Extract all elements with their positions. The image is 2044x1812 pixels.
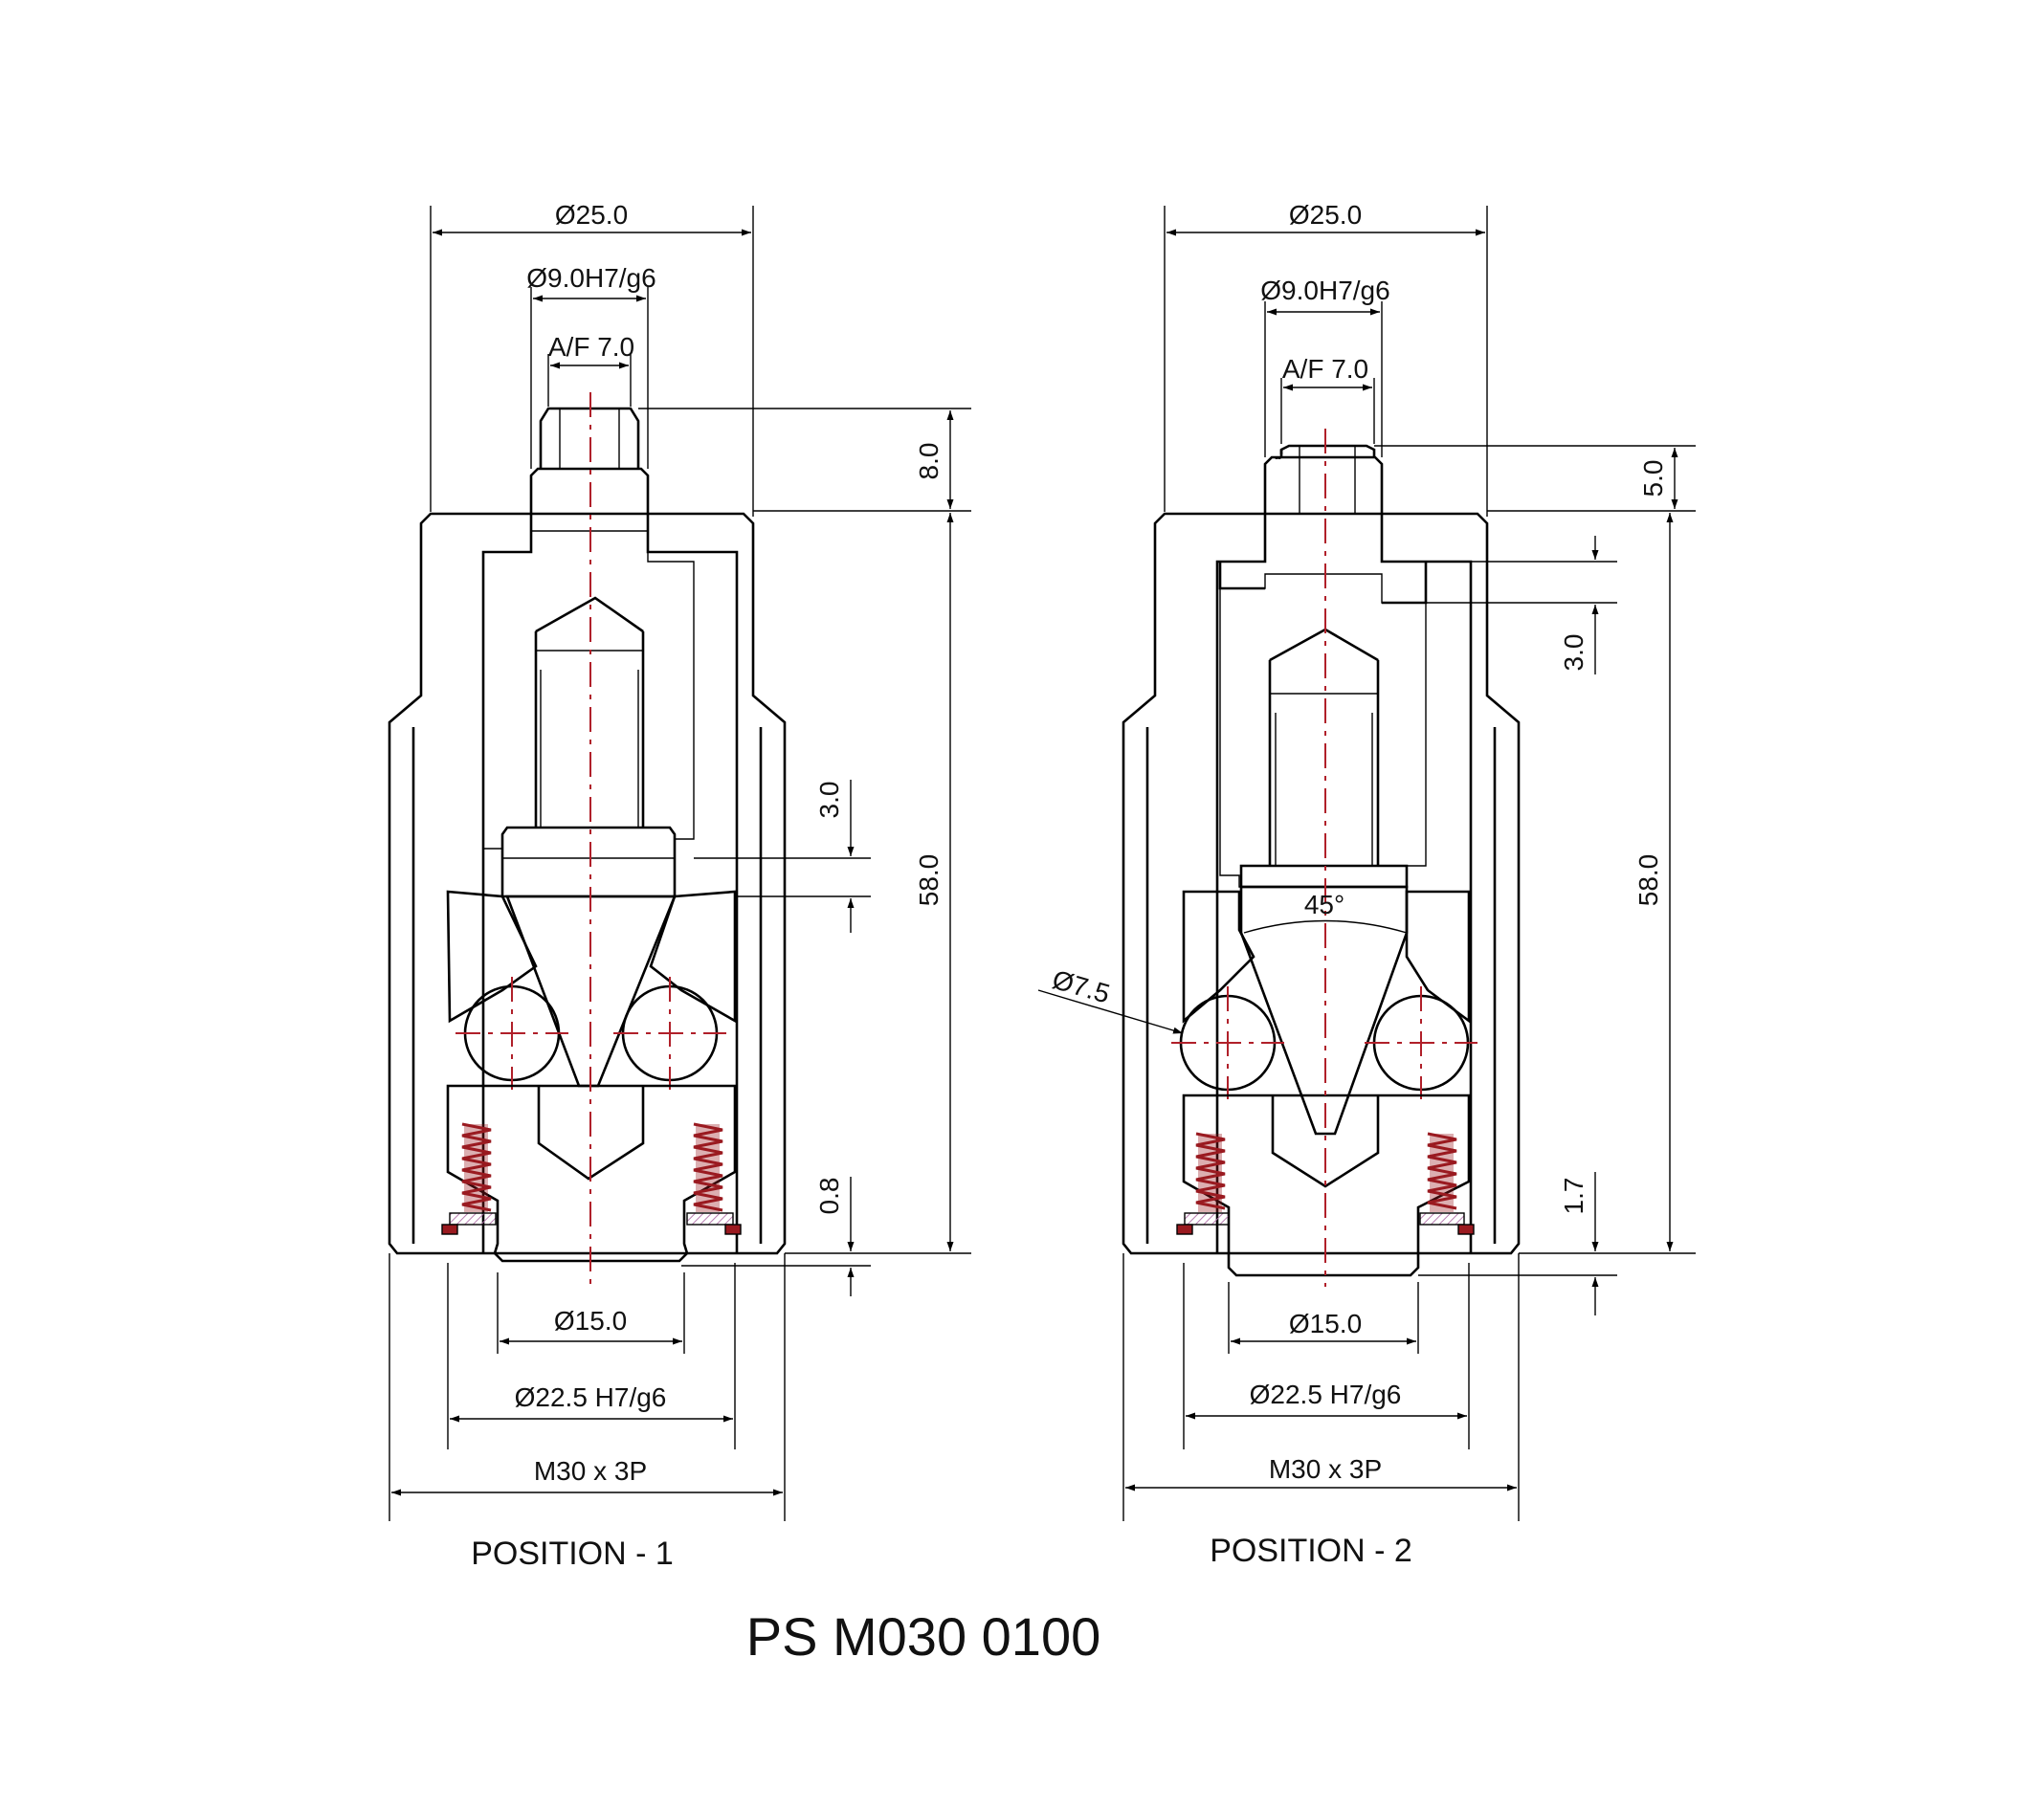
cone-angle-label: 45°	[1304, 890, 1344, 919]
spring-left	[461, 1122, 492, 1212]
top-height-label: 5.0	[1638, 460, 1668, 497]
sleeve-section	[482, 530, 695, 859]
spring-right	[1427, 1132, 1457, 1212]
view-position-2: Ø25.0 Ø9.0H7/g6 A/F 7.0 5.0 58.0 3.0 1.7…	[1037, 200, 1696, 1569]
bottom-gap-label: 1.7	[1559, 1178, 1589, 1215]
gap-label: 3.0	[814, 782, 844, 819]
sleeve-section	[1219, 573, 1427, 888]
seat-ring-left	[1182, 890, 1255, 1024]
base-section	[446, 1084, 737, 1263]
dimensions: Ø25.0 Ø9.0H7/g6 A/F 7.0 8.0 58.0 3.0 0.8…	[389, 200, 971, 1521]
fit-dia-label: Ø9.0H7/g6	[1260, 276, 1389, 305]
thread-label: M30 x 3P	[1269, 1454, 1382, 1484]
washers	[1176, 1212, 1475, 1235]
plunger-stem	[500, 596, 677, 898]
outer-dia-label: Ø25.0	[1289, 200, 1362, 230]
drawing-title: PS M030 0100	[746, 1606, 1100, 1667]
bore-dia-label: Ø22.5 H7/g6	[515, 1382, 667, 1412]
seat-ring-right	[1405, 890, 1471, 1024]
tip-dia-label: Ø15.0	[1289, 1309, 1362, 1338]
ball-dia-label: Ø7.5	[1049, 964, 1113, 1009]
view-caption: POSITION - 2	[1210, 1533, 1412, 1569]
dimensions: Ø25.0 Ø9.0H7/g6 A/F 7.0 5.0 58.0 3.0 1.7…	[1037, 200, 1696, 1521]
thread-label: M30 x 3P	[534, 1456, 647, 1486]
view-caption: POSITION - 1	[471, 1536, 674, 1572]
bottom-gap-label: 0.8	[814, 1178, 844, 1215]
body-section	[1122, 512, 1521, 1255]
outer-dia-label: Ø25.0	[555, 200, 628, 230]
across-flats-label: A/F 7.0	[1282, 354, 1368, 384]
across-flats-label: A/F 7.0	[548, 332, 634, 362]
seat-ring-right	[649, 890, 737, 1024]
ball-left	[1171, 986, 1284, 1099]
bore-dia-label: Ø22.5 H7/g6	[1250, 1380, 1402, 1409]
seat-ring-left	[446, 890, 538, 1024]
washers	[441, 1212, 742, 1235]
ball-right	[613, 977, 726, 1090]
cone-tip	[1239, 885, 1409, 1136]
spring-left	[1195, 1132, 1226, 1212]
ball-right	[1365, 986, 1477, 1099]
fit-dia-label: Ø9.0H7/g6	[526, 263, 655, 293]
overall-height-label: 58.0	[914, 854, 944, 907]
plunger-stem	[1239, 628, 1409, 889]
gap-label: 3.0	[1559, 634, 1589, 672]
ball-left	[455, 977, 568, 1090]
spring-right	[693, 1122, 723, 1212]
overall-height-label: 58.0	[1633, 854, 1663, 907]
nut-outline	[1218, 444, 1428, 605]
top-height-label: 8.0	[914, 443, 944, 480]
tip-dia-label: Ø15.0	[554, 1306, 627, 1336]
view-position-1: Ø25.0 Ø9.0H7/g6 A/F 7.0 8.0 58.0 3.0 0.8…	[388, 200, 971, 1572]
